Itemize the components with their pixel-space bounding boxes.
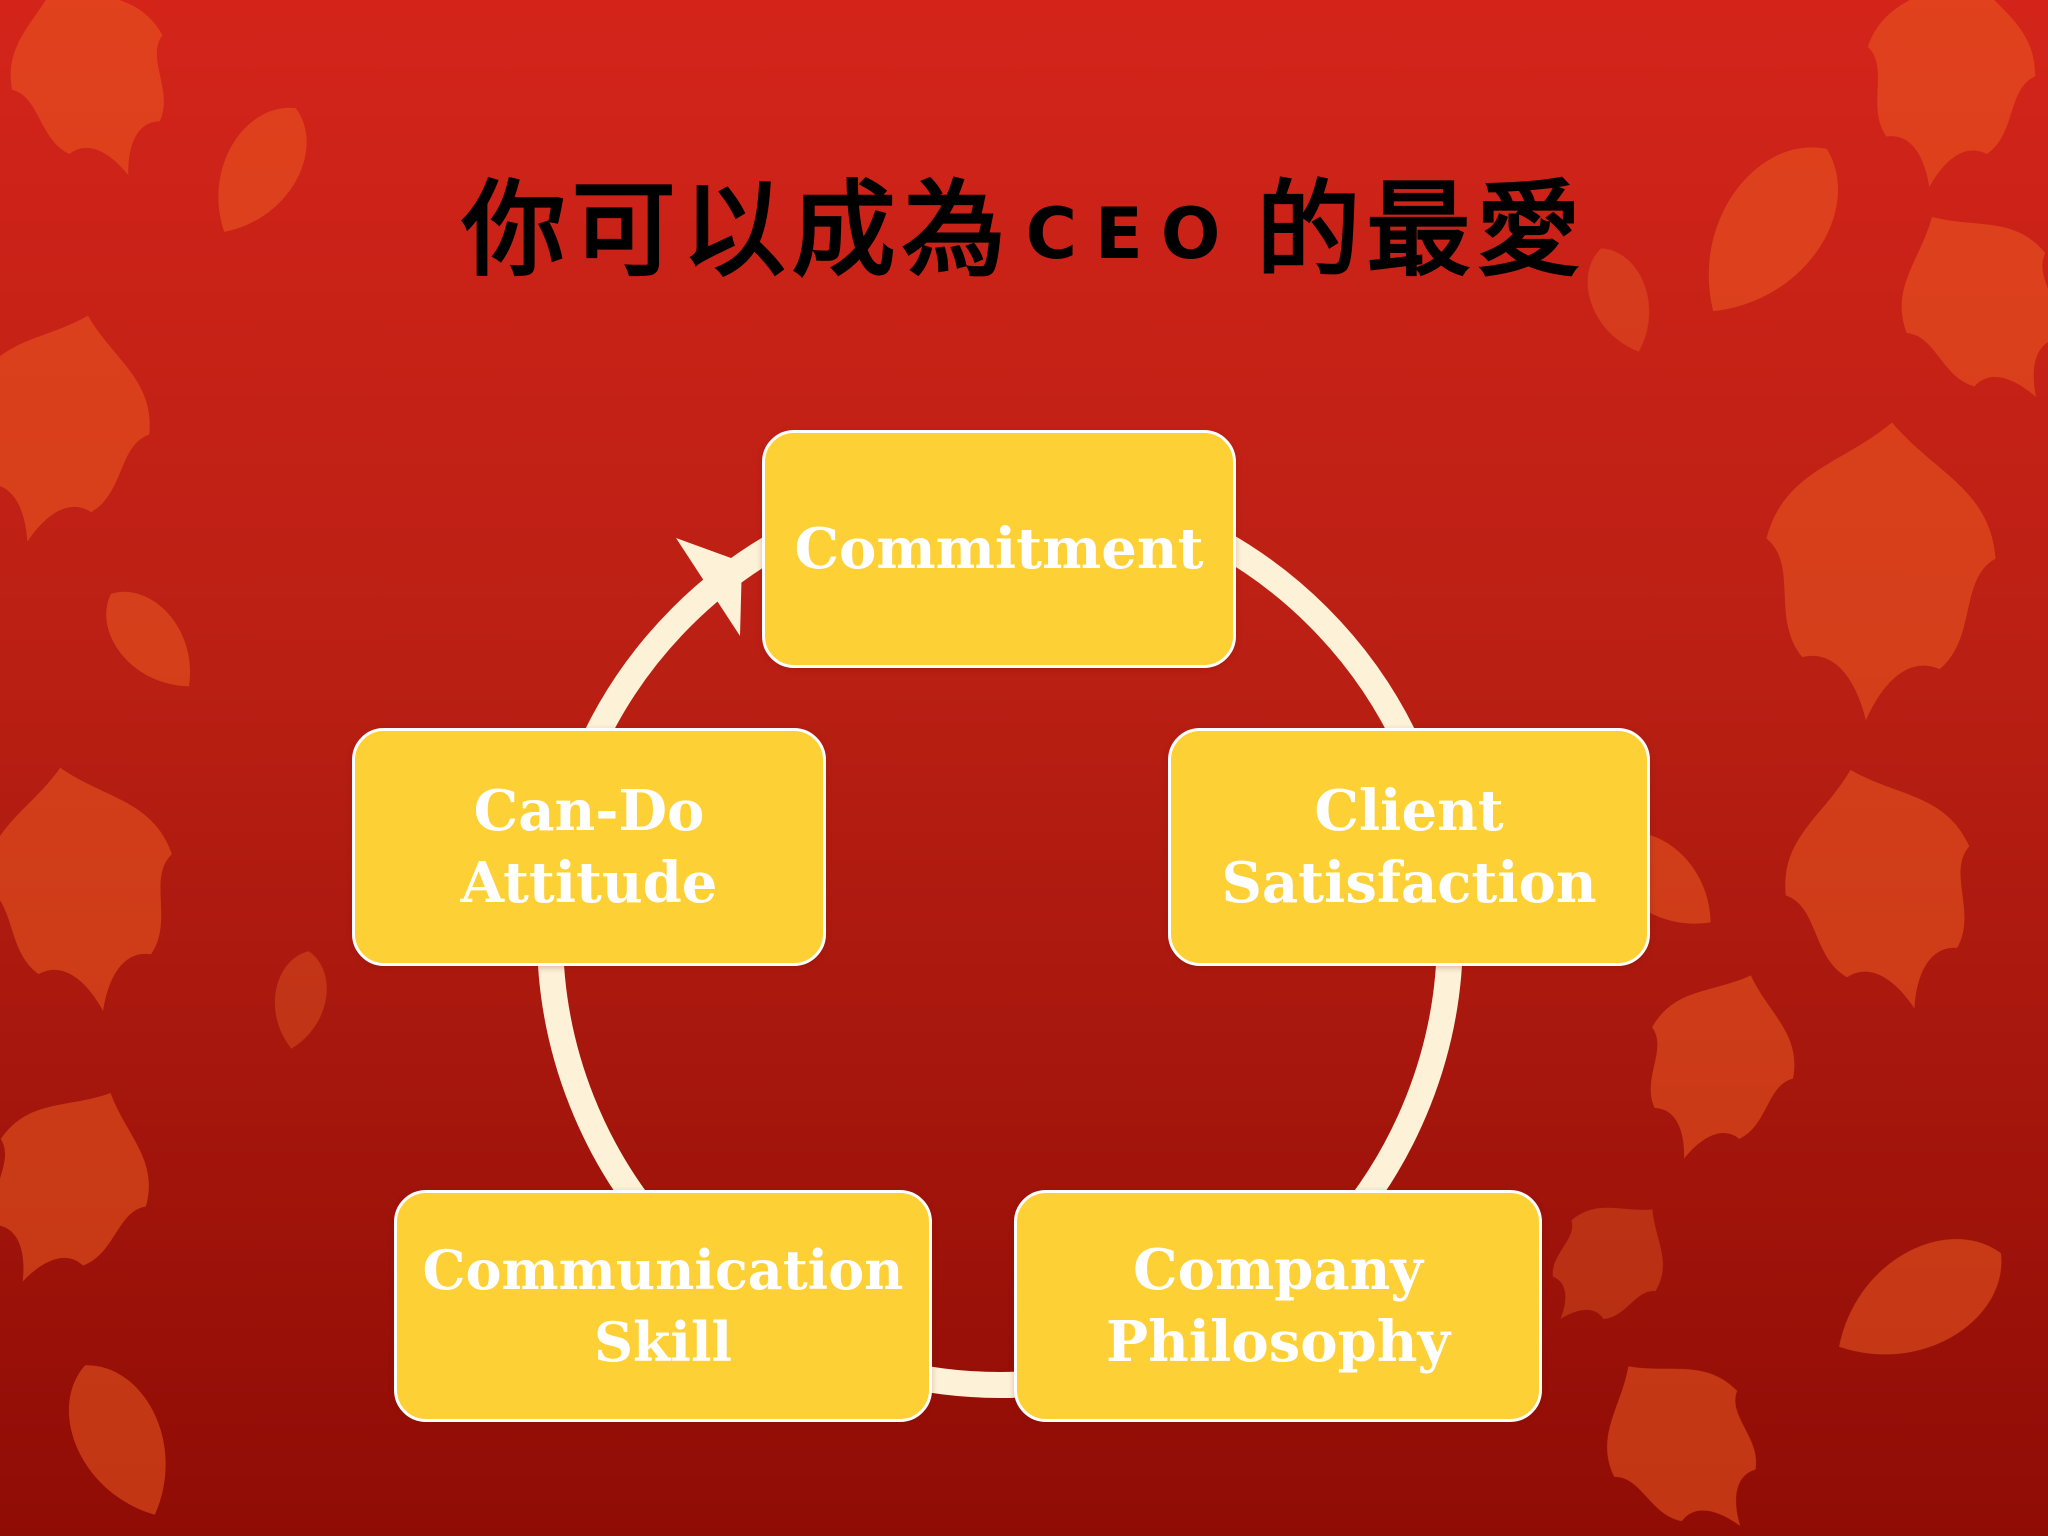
node-company-line-1: Company — [1133, 1237, 1423, 1303]
node-company-philosophy: Company Philosophy — [1014, 1190, 1542, 1422]
title-chinese-part-1: 你可以成為 — [461, 169, 1012, 291]
node-client-line-2: Satisfaction — [1221, 850, 1597, 916]
title-ceo: CEO — [1025, 193, 1239, 275]
node-commitment: Commitment — [762, 430, 1236, 668]
node-client-line-1: Client — [1314, 778, 1504, 844]
title-chinese-part-2: 的最愛 — [1256, 169, 1587, 291]
node-cando-line-1: Can-Do — [473, 778, 705, 844]
node-commitment-label: Commitment — [794, 516, 1204, 582]
node-client-satisfaction: Client Satisfaction — [1168, 728, 1650, 966]
node-company-line-2: Philosophy — [1105, 1309, 1450, 1375]
node-can-do-attitude: Can-Do Attitude — [352, 728, 826, 966]
node-communication-line-2: Skill — [594, 1310, 732, 1374]
node-communication-skill: Communication Skill — [394, 1190, 932, 1422]
cycle-arrowhead — [676, 538, 742, 636]
node-communication-line-1: Communication — [422, 1238, 904, 1302]
node-cando-line-2: Attitude — [460, 850, 718, 916]
